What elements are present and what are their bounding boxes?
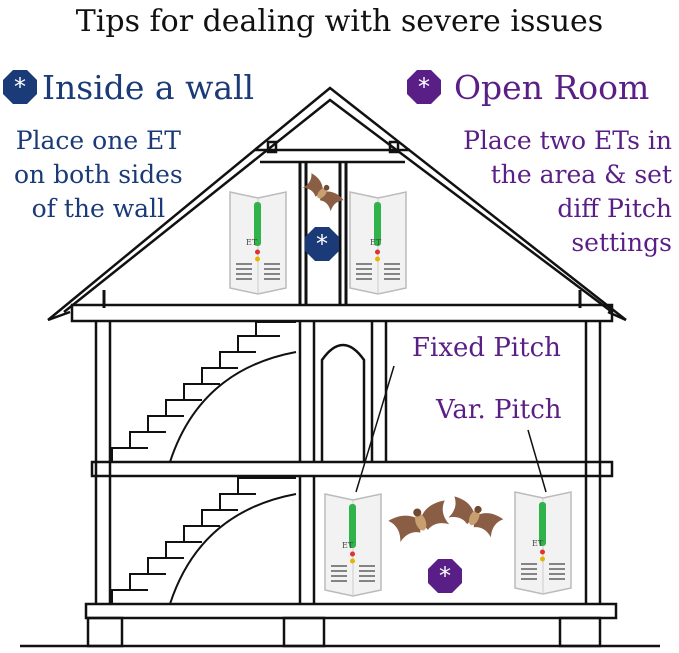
- description-line: of the wall: [14, 192, 183, 226]
- page-title: Tips for dealing with severe issues: [0, 4, 679, 39]
- device-label: ET: [246, 238, 258, 247]
- asterisk-octagon-icon: [3, 70, 37, 104]
- variable-pitch-label: Var. Pitch: [436, 395, 562, 425]
- description-line: Place two ETs in: [436, 124, 672, 158]
- description-line: settings: [436, 226, 672, 260]
- inside-wall-description: Place one ET on both sides of the wall: [14, 124, 183, 226]
- callout-line-fixed: [356, 366, 394, 492]
- fixed-pitch-label: Fixed Pitch: [412, 333, 561, 363]
- bat-icon: [388, 498, 453, 543]
- inside-wall-heading: Inside a wall: [42, 68, 254, 107]
- asterisk-octagon-icon: [428, 559, 462, 593]
- staircase-lower: [112, 478, 296, 604]
- description-line: diff Pitch: [436, 192, 672, 226]
- et-device-attic-left: [230, 192, 286, 294]
- description-line: Place one ET: [14, 124, 183, 158]
- description-line: the area & set: [436, 158, 672, 192]
- asterisk-octagon-icon: [407, 70, 441, 104]
- bat-icon: [445, 495, 504, 539]
- open-room-description: Place two ETs in the area & set diff Pit…: [436, 124, 672, 260]
- staircase-upper: [112, 322, 296, 462]
- description-line: on both sides: [14, 158, 183, 192]
- floors: [20, 305, 660, 646]
- device-label: ET: [342, 541, 354, 550]
- device-label: ET: [532, 539, 544, 548]
- open-room-heading: Open Room: [454, 68, 649, 107]
- asterisk-octagon-icon: [305, 227, 339, 261]
- device-label: ET: [370, 238, 382, 247]
